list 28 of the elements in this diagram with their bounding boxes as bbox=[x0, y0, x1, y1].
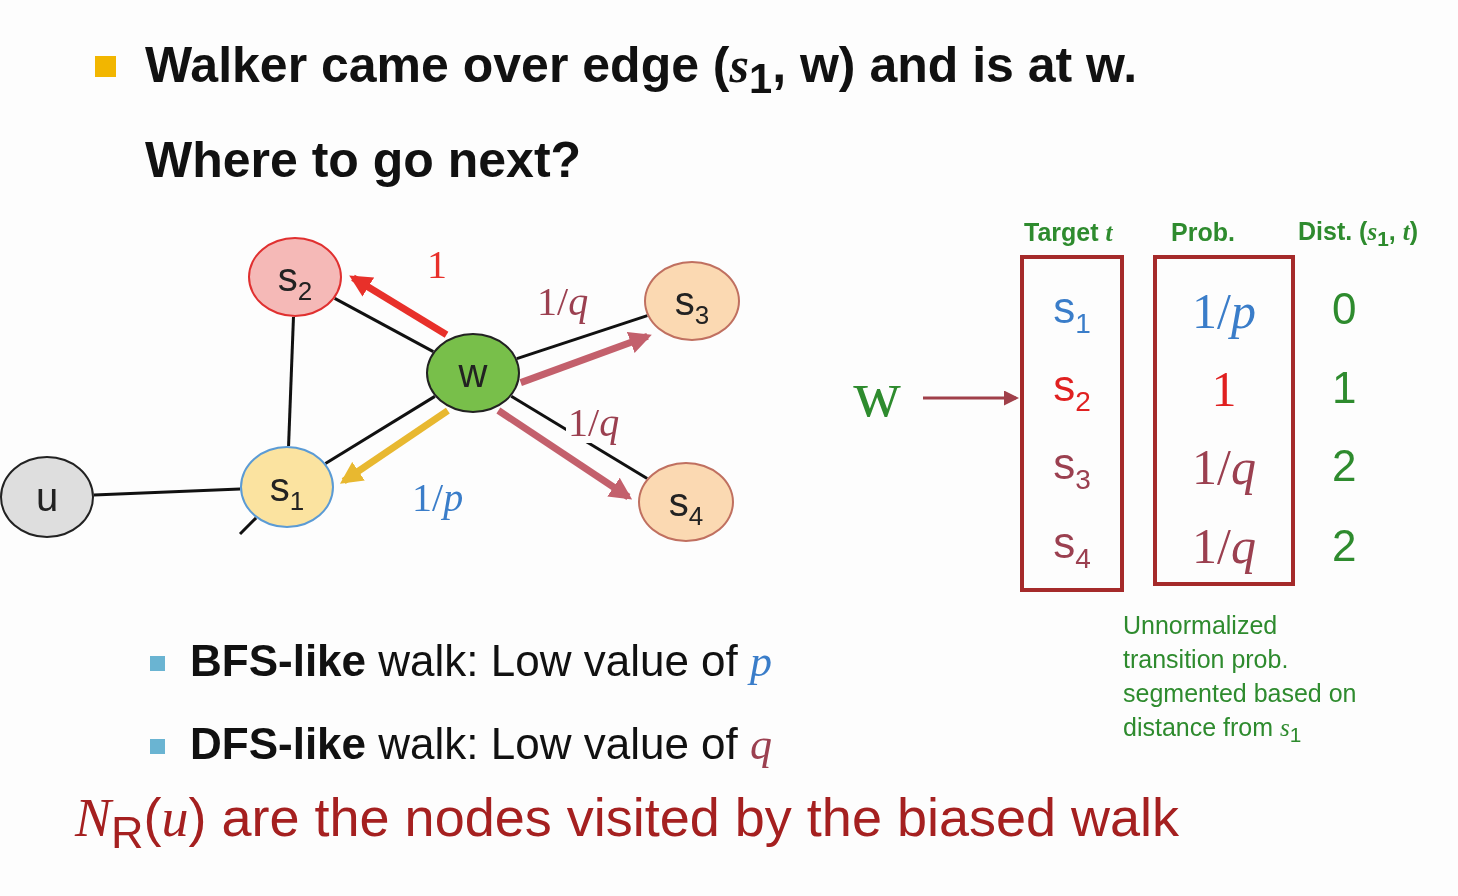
table-cell-text: 1 bbox=[1210, 364, 1238, 414]
graph-edge bbox=[324, 395, 436, 465]
table-cell: 2 bbox=[1332, 441, 1357, 492]
graph-node bbox=[426, 333, 520, 413]
bullet-text: DFS-like walk: Low value of q bbox=[190, 719, 772, 771]
bullet-text: BFS-like walk: Low value of p bbox=[190, 636, 772, 688]
graph-edge bbox=[93, 487, 241, 497]
graph-edge bbox=[334, 297, 434, 353]
table-cell: 0 bbox=[1332, 284, 1357, 335]
arrow bbox=[349, 274, 449, 338]
column-header: Dist. (s$_{1}$, t) bbox=[1298, 217, 1418, 247]
graph-edge bbox=[238, 516, 258, 536]
arrow bbox=[519, 331, 652, 386]
column-header: Prob. bbox=[1171, 218, 1235, 247]
node-label: w bbox=[845, 358, 909, 430]
table-cell: 2 bbox=[1332, 521, 1357, 572]
table-cell: 1 bbox=[1332, 363, 1357, 414]
arrow bbox=[340, 407, 450, 485]
title: Walker came over edge (s$_{1}$, w) and is at w. Where to go next? bbox=[145, 36, 1139, 190]
arrow bbox=[923, 390, 1019, 406]
column-header: Target t bbox=[1024, 218, 1113, 247]
node-label: u bbox=[35, 477, 59, 517]
graph-edge bbox=[516, 314, 648, 360]
graph-edge bbox=[287, 316, 295, 447]
summary-text: N$_{R}$(u) are the nodes visited by the biased walk bbox=[75, 786, 1180, 850]
node-label: Unnormalized transition prob. segmented based on distance from s$_{1}$ bbox=[1123, 610, 1358, 745]
node-label: w bbox=[458, 353, 488, 393]
arrow bbox=[496, 407, 633, 500]
